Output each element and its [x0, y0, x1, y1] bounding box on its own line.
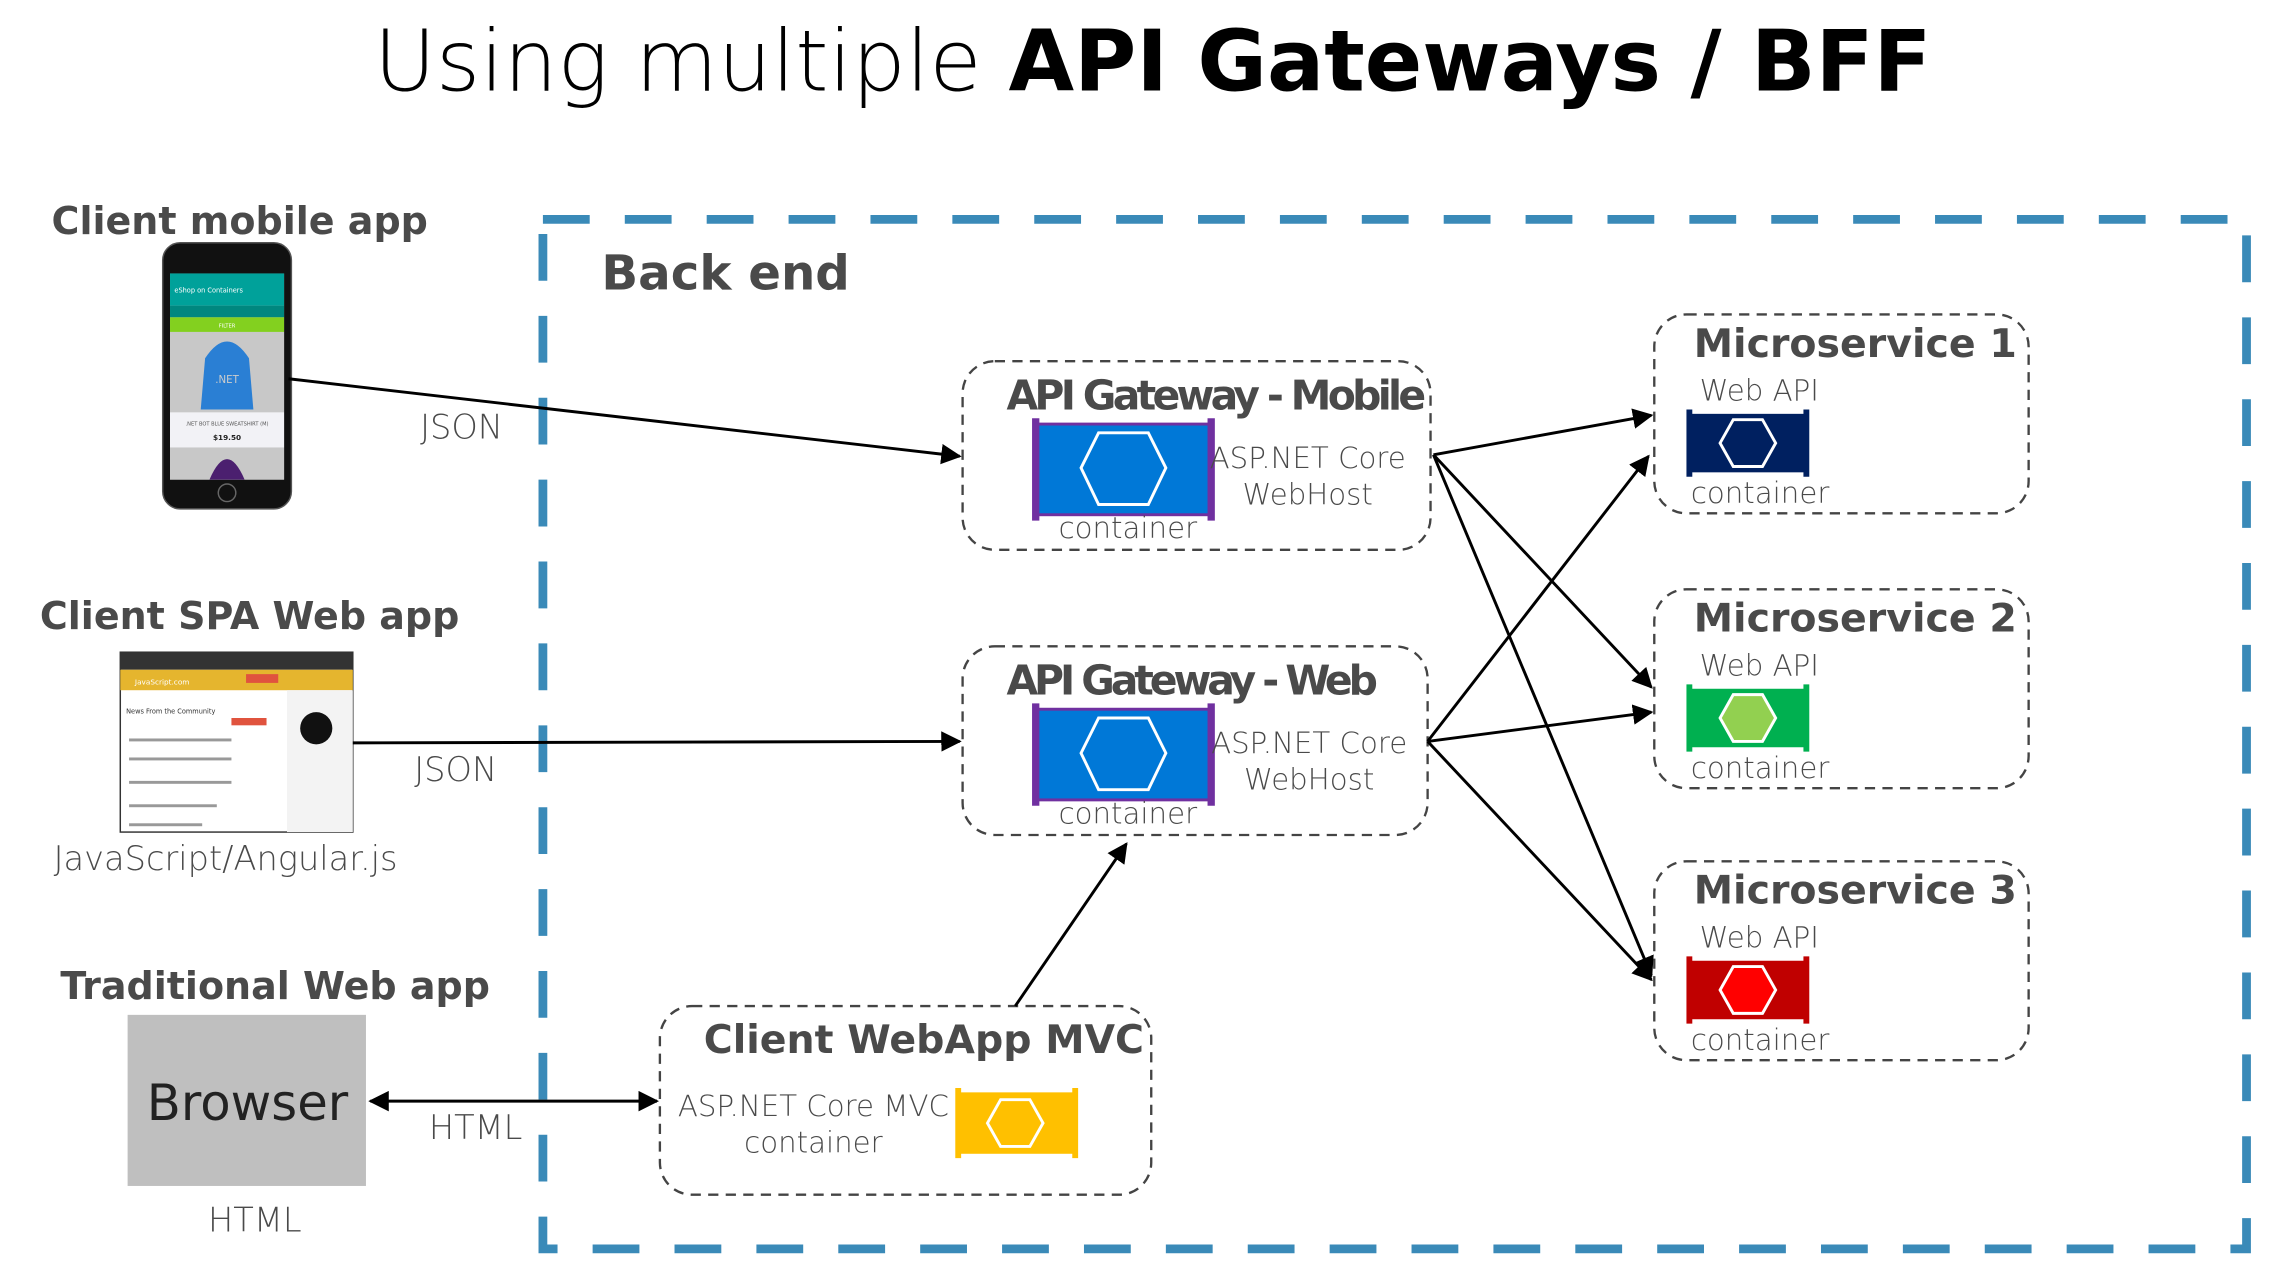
microservice-2: Microservice 2 Web API container: [1653, 588, 2030, 790]
gateway-web-tech2: WebHost: [1244, 763, 1374, 797]
web-to-ms2-arrow: [1427, 704, 1654, 743]
mobile-to-gateway-arrow: [288, 377, 962, 465]
gateway-web: API Gateway - Web container ASP.NET Core…: [961, 645, 1429, 837]
client-webapp-mvc: Client WebApp MVC ASP.NET Core MVC conta…: [658, 1004, 1153, 1196]
gateway-microservice-arrows: [1426, 408, 1654, 982]
mobile-to-ms2-arrow: [1432, 453, 1653, 689]
mobile-to-ms3-arrow: [1432, 454, 1654, 978]
spa-to-gateway-arrow: [352, 731, 962, 752]
browser-label: Browser: [147, 1074, 349, 1132]
gateway-web-container-label: container: [1059, 796, 1198, 830]
mvc-tech2: container: [744, 1125, 883, 1159]
browser-caption: HTML: [208, 1200, 302, 1239]
microservice-api-label: Web API: [1700, 374, 1819, 408]
mobile-product: .NET BOT BLUE SWEATSHIRT (M): [186, 422, 269, 428]
gateway-mobile-container-label: container: [1059, 511, 1198, 545]
microservice-api-label: Web API: [1700, 921, 1819, 955]
spa-json-label: JSON: [414, 750, 497, 789]
spa-caption: JavaScript/Angular.js: [54, 839, 398, 878]
container-hexagon-icon: [1079, 716, 1168, 792]
backend-label: Back end: [601, 246, 849, 302]
mobile-phone-image: eShop on Containers FILTER .NET .NET BOT…: [161, 242, 293, 510]
web-to-ms1-arrow: [1426, 454, 1650, 743]
backend-boundary: [538, 214, 2251, 1254]
microservice-container-label: container: [1691, 476, 1830, 510]
mvc-title: Client WebApp MVC: [704, 1017, 1144, 1063]
page-title: Using multiple API Gateways / BFF: [374, 13, 1932, 112]
gateway-mobile: API Gateway - Mobile container ASP.NET C…: [961, 360, 1432, 552]
gateway-mobile-title: API Gateway - Mobile: [1006, 371, 1426, 419]
microservice-title: Microservice 1: [1694, 321, 2017, 367]
mvc-to-gateway-web-arrow: [1014, 842, 1128, 1007]
spa-heading: News From the Community: [126, 708, 215, 716]
mobile-json-label: JSON: [420, 408, 503, 447]
spa-site-name: JavaScript.com: [134, 677, 189, 686]
web-to-ms3-arrow: [1426, 740, 1653, 982]
gateway-mobile-tech2: WebHost: [1243, 478, 1373, 512]
microservice-container-label: container: [1691, 751, 1830, 785]
microservice-1: Microservice 1 Web API container: [1653, 313, 2030, 515]
gateway-mobile-tech1: ASP.NET Core: [1210, 441, 1406, 475]
microservice-3: Microservice 3 Web API container: [1653, 860, 2030, 1062]
browser-box: [127, 1014, 366, 1186]
container-hexagon-icon: [985, 1098, 1045, 1148]
container-hexagon-icon: [1079, 431, 1168, 506]
microservice-title: Microservice 3: [1694, 868, 2017, 914]
mobile-app-title: eShop on Containers: [174, 286, 243, 294]
container-hexagon-icon: [1718, 418, 1778, 468]
spa-screenshot-image: JavaScript.com News From the Community: [119, 651, 354, 833]
gateway-web-tech1: ASP.NET Core: [1211, 726, 1407, 760]
traditional-web-label: Traditional Web app: [60, 964, 490, 1008]
client-mobile-label: Client mobile app: [52, 199, 428, 243]
mobile-price: $19.50: [213, 433, 241, 442]
gateway-web-title: API Gateway - Web: [1006, 657, 1377, 705]
mvc-tech1: ASP.NET Core MVC: [678, 1089, 949, 1123]
container-hexagon-icon: [1718, 693, 1778, 743]
mobile-filter: FILTER: [219, 324, 236, 330]
mobile-to-ms1-arrow: [1433, 408, 1654, 457]
microservice-api-label: Web API: [1700, 649, 1819, 683]
mobile-logo-text: .NET: [215, 375, 239, 386]
microservice-container-label: container: [1691, 1023, 1830, 1057]
microservice-title: Microservice 2: [1694, 596, 2017, 642]
client-spa-label: Client SPA Web app: [40, 594, 460, 638]
container-hexagon-icon: [1718, 965, 1778, 1015]
html-protocol-label: HTML: [429, 1108, 523, 1147]
